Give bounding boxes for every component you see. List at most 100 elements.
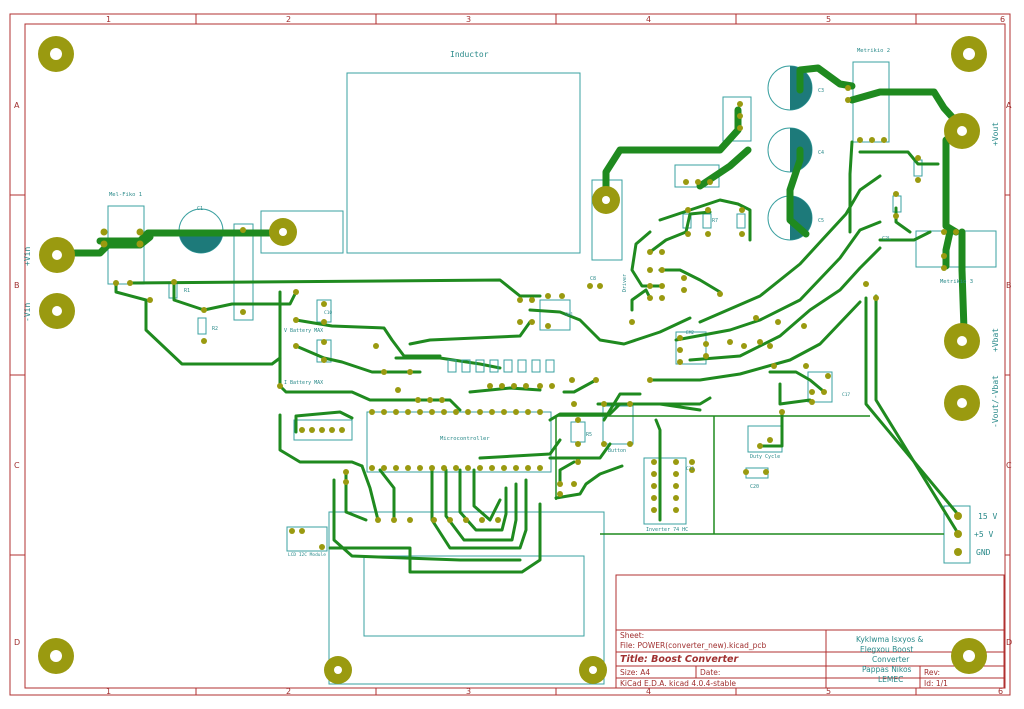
cap-outline-c2: [233, 223, 254, 321]
col-label-4-bottom: 4: [646, 687, 651, 696]
label-vin-plus: +Vin: [23, 247, 32, 266]
label-battery-min: I Battery MAX: [284, 380, 323, 386]
mcu-pin-pad: [429, 465, 435, 471]
label-c1: C1: [197, 206, 203, 212]
label-metrikio3: Metrikio 3: [940, 279, 973, 285]
label-r1: R1: [184, 288, 190, 294]
tb-date: Date:: [700, 668, 720, 677]
mcu-pin-pad: [393, 465, 399, 471]
col-label-5-bottom: 5: [826, 687, 831, 696]
label-r5: R5: [586, 432, 592, 438]
mcu-pin-pad: [453, 409, 459, 415]
col-label-2: 2: [286, 15, 291, 24]
label-c20: C20: [750, 484, 759, 490]
label-gnd: GND: [976, 548, 991, 557]
label-c8: C8: [590, 276, 596, 282]
mcu-pin-pad: [477, 465, 483, 471]
lcd-outline: [328, 511, 605, 685]
col-label-6-bottom: 6: [998, 687, 1003, 696]
mcu-pin-pad: [525, 409, 531, 415]
col-label-5: 5: [826, 15, 831, 24]
label-microcontroller: Microcontroller: [440, 436, 490, 442]
label-c3: C3: [818, 88, 824, 94]
inductor-outline: [346, 72, 581, 254]
tb-project-1: Kyklwma Isxyos &: [856, 635, 924, 644]
label-vout-minus: -Vout/-Vbat: [991, 375, 1000, 428]
row-label-b: B: [14, 281, 20, 290]
label-c10: C10: [324, 310, 332, 316]
mcu-pin-pad: [405, 409, 411, 415]
label-lcd: LCD I2C Module: [288, 552, 326, 558]
r7-outline: [702, 213, 712, 229]
label-driver: Driver: [622, 274, 628, 292]
mcu-pin-pad: [513, 409, 519, 415]
tb-rev: Rev:: [924, 668, 940, 677]
mcu-pin-pad: [537, 409, 543, 415]
mcu-pin-pad: [441, 465, 447, 471]
tb-id: Id: 1/1: [924, 679, 948, 688]
r2-outline: [197, 317, 207, 335]
row-label-c-right: C: [1006, 461, 1012, 470]
mcu-pin-pad: [465, 409, 471, 415]
tb-project-4: Pappas Nikos: [862, 665, 912, 674]
label-metrikio2: Metrikio 2: [857, 48, 890, 54]
tb-size: Size: A4: [620, 668, 650, 677]
lcd-screen-outline: [363, 555, 585, 637]
label-em2: EM2: [686, 330, 694, 336]
label-15v: 15 V: [978, 512, 997, 521]
label-vin-minus: -Vin: [23, 303, 32, 322]
row-label-a-right: A: [1006, 101, 1012, 110]
label-vout-plus: +Vout: [991, 122, 1000, 146]
label-inverter: Inverter 74 HC: [646, 527, 688, 533]
c17-outline: [807, 371, 833, 403]
mcu-pin-pad: [417, 409, 423, 415]
label-battery-max: V Battery MAX: [284, 328, 323, 334]
mcu-pin-pad: [381, 465, 387, 471]
tb-title: Title: Boost Converter: [620, 654, 739, 665]
label-r2: R2: [212, 326, 218, 332]
label-vbat-plus: +Vbat: [991, 328, 1000, 352]
label-c13: C13: [686, 466, 694, 472]
mcu-pin-pad: [489, 465, 495, 471]
col-label-4: 4: [646, 15, 651, 24]
row-label-d-right: D: [1006, 638, 1012, 647]
label-c5: C5: [818, 218, 824, 224]
header-outline-2: [293, 419, 353, 441]
col-label-3-bottom: 3: [466, 687, 471, 696]
tb-sheet: Sheet:: [620, 631, 644, 640]
em2-outline: [675, 331, 707, 365]
mcu-pin-pad: [501, 465, 507, 471]
mcu-pin-pad: [453, 465, 459, 471]
label-duty: Duty Cycle: [750, 454, 780, 460]
inverter-outline: [643, 457, 687, 525]
mcu-pin-pad: [477, 409, 483, 415]
col-label-2-bottom: 2: [286, 687, 291, 696]
mcu-pin-pad: [393, 409, 399, 415]
mcu-pin-pad: [381, 409, 387, 415]
mcu-pin-pad: [369, 465, 375, 471]
mcu-pin-pad: [369, 409, 375, 415]
tb-project-5: LEMEC: [878, 675, 903, 684]
mcu-pin-pad: [441, 409, 447, 415]
col-label-1-bottom: 1: [106, 687, 111, 696]
tb-project-3: Converter: [872, 655, 910, 664]
mcu-pin-pad: [405, 465, 411, 471]
label-button: Button: [608, 448, 626, 454]
row-label-d: D: [14, 638, 20, 647]
label-c4: C4: [818, 150, 824, 156]
mcu-pin-pad: [525, 465, 531, 471]
col-label-1: 1: [106, 15, 111, 24]
label-5v: +5 V: [974, 530, 993, 539]
mcu-pin-pad: [501, 409, 507, 415]
outer-frame: [9, 13, 1011, 696]
label-sw1: SW1: [565, 312, 573, 318]
col-label-6: 6: [1000, 15, 1005, 24]
mcu-pin-pad: [429, 409, 435, 415]
r-outline-b: [736, 213, 746, 229]
mcu-pin-pad: [489, 409, 495, 415]
label-metrikio1: Mel-Fiko 1: [109, 192, 142, 198]
tb-file: File: POWER(converter_new).kicad_pcb: [620, 641, 767, 650]
label-c17: C17: [842, 392, 850, 398]
title-block-outline: [615, 574, 1005, 689]
